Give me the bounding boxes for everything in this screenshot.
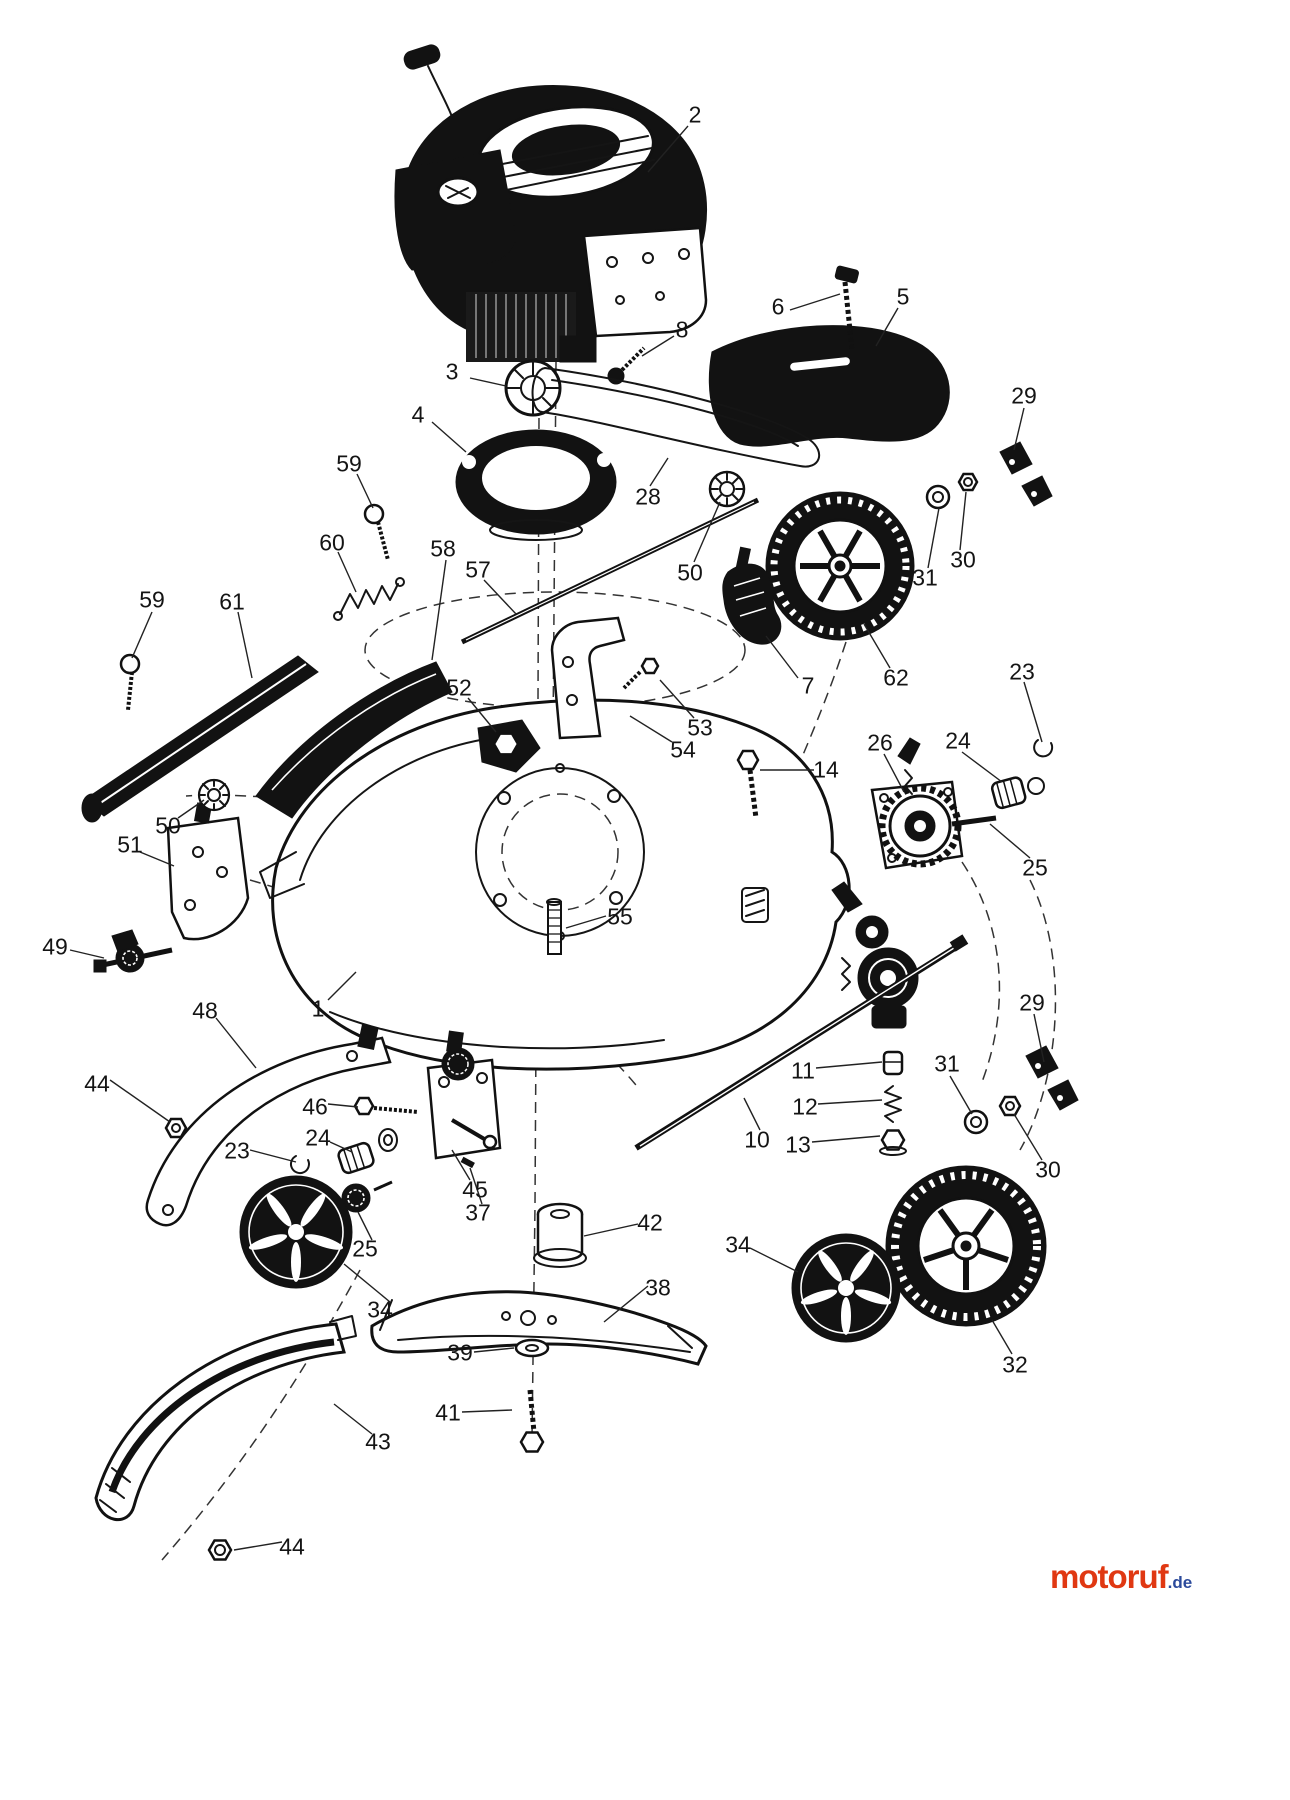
drive-belt <box>531 367 821 468</box>
height-adjuster-clip-top <box>999 441 1053 507</box>
transmission <box>831 881 919 1029</box>
control-rod <box>460 497 760 645</box>
axle-nut <box>879 1129 907 1156</box>
hubcap-right <box>791 1233 901 1343</box>
blade-bolt <box>519 1389 545 1453</box>
drive-plate <box>426 1030 502 1169</box>
watermark-tld: .de <box>1167 1573 1193 1592</box>
handle-bracket <box>145 1023 392 1227</box>
cable-bracket <box>550 616 660 740</box>
engine-assembly <box>394 44 708 363</box>
blade <box>370 1290 708 1366</box>
retaining-clip-left <box>289 1155 310 1175</box>
front-wheel <box>885 1165 1047 1327</box>
flange-nut-left <box>164 1117 188 1139</box>
drive-coupling-right <box>990 776 1045 810</box>
blade-adapter <box>533 1202 587 1268</box>
left-bracket <box>166 802 250 941</box>
blade-brake-ring <box>455 429 617 541</box>
wheel-washer-bottom <box>963 1109 989 1135</box>
pivot-shaft <box>93 929 173 973</box>
belt-cover <box>708 265 950 447</box>
star-washer-right <box>708 470 746 508</box>
star-washer-left <box>197 778 231 812</box>
retaining-clip-right <box>1033 739 1054 758</box>
wheel-washer <box>925 484 951 510</box>
deck-bolt <box>736 749 760 819</box>
watermark-brand: motoruf <box>1050 1558 1169 1595</box>
flange-nut-bottom <box>207 1539 233 1561</box>
axle-rod <box>634 934 969 1151</box>
discharge-chute <box>255 661 453 819</box>
deck-stud <box>546 898 562 955</box>
screw-left <box>119 653 141 711</box>
gearbox <box>870 737 997 870</box>
leader-lines <box>69 125 1045 1551</box>
drive-coupling-left <box>337 1141 393 1213</box>
height-adjuster-clip-bottom <box>1025 1045 1079 1111</box>
trim-bar <box>81 655 319 823</box>
hubcap-left <box>239 1175 353 1289</box>
axle-spring <box>884 1085 902 1123</box>
deck-hex-bolt <box>477 719 541 773</box>
wheel-nut-bottom <box>998 1095 1022 1117</box>
brake-bracket <box>722 546 782 645</box>
wheel-nut <box>957 472 979 492</box>
axle-bushing <box>882 1050 904 1076</box>
spring <box>333 577 405 621</box>
blade-washer <box>514 1338 550 1358</box>
watermark-logo: motoruf.de <box>1050 1558 1192 1596</box>
rear-wheel <box>765 491 915 641</box>
deflector <box>94 1315 357 1522</box>
drive-bolt <box>353 1096 419 1152</box>
screw-top <box>363 503 390 561</box>
